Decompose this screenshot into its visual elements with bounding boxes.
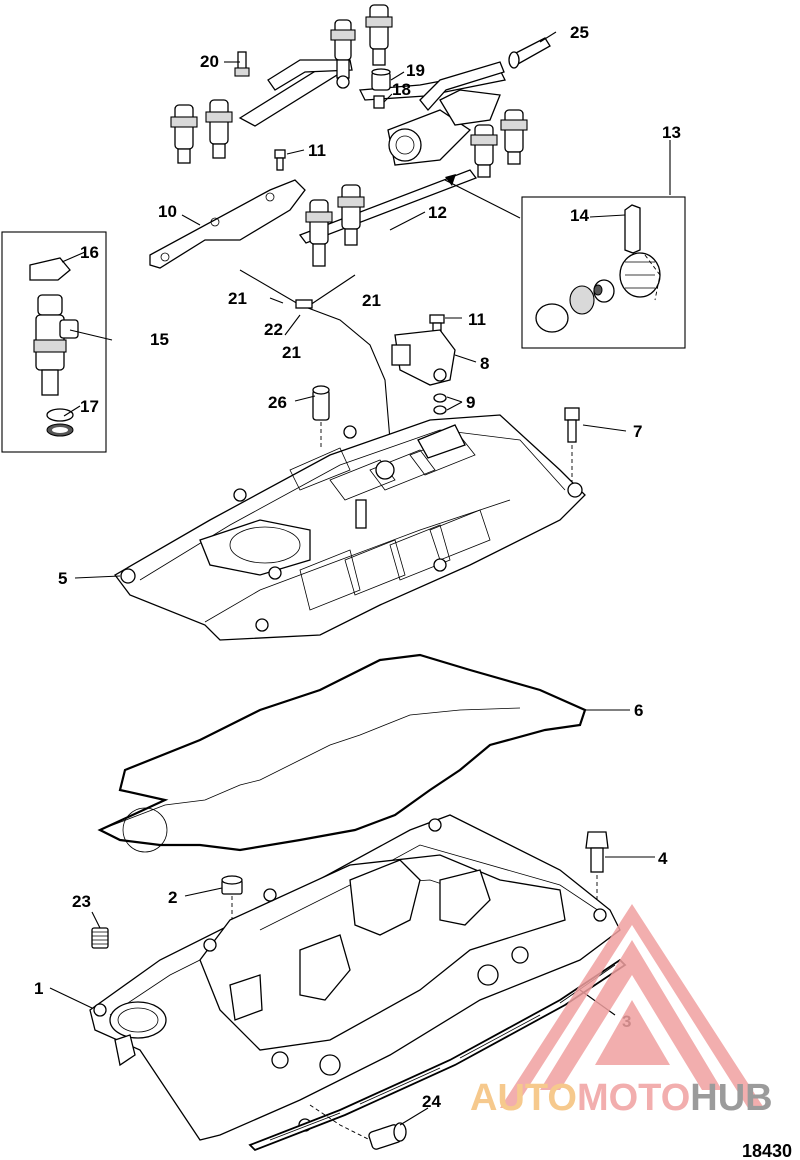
- callout-11-lower: 11: [468, 310, 486, 329]
- o-ring-9a: [433, 393, 447, 403]
- watermark-logo: AUTOMOTOHUB: [470, 904, 773, 1119]
- callout-labels: 1 2 3 4 5 6 7 8 9 10 11 11 12 13 14 15 1…: [34, 23, 792, 1160]
- callout-7: 7: [633, 422, 642, 441]
- callout-14: 14: [570, 206, 589, 225]
- fitting-23: [91, 927, 109, 949]
- callout-8: 8: [480, 354, 489, 373]
- gasket-6: [97, 653, 587, 853]
- callout-19: 19: [406, 61, 425, 80]
- callout-15: 15: [150, 330, 169, 349]
- callout-16: 16: [80, 243, 99, 262]
- callout-21-c: 21: [282, 343, 301, 362]
- callout-13: 13: [662, 123, 681, 142]
- sensor-8: [391, 329, 456, 386]
- wire-harness-21: [239, 269, 391, 441]
- callout-22: 22: [264, 320, 283, 339]
- inset-box-13: [521, 196, 686, 349]
- callout-9: 9: [466, 393, 475, 412]
- watermark-triangle-icon: [500, 904, 764, 1108]
- callout-23: 23: [72, 892, 91, 911]
- inset-box-15: [1, 231, 107, 453]
- watermark-text-hub: HUB: [690, 1077, 772, 1119]
- callout-20: 20: [200, 52, 219, 71]
- bolt-11-upper: [274, 149, 286, 171]
- callout-6: 6: [634, 701, 643, 720]
- callout-12: 12: [428, 203, 447, 222]
- watermark-text: AUTOMOTOHUB: [470, 1077, 773, 1119]
- fitting-26: [312, 385, 330, 450]
- bolt-4: [585, 831, 609, 915]
- callout-1: 1: [34, 979, 43, 998]
- callout-17: 17: [80, 397, 99, 416]
- callout-10: 10: [158, 202, 177, 221]
- lower-intake-manifold-1: [89, 814, 621, 1141]
- watermark-text-moto: MOTO: [577, 1077, 690, 1119]
- upper-intake-manifold-5: [114, 414, 586, 641]
- callout-4: 4: [658, 849, 668, 868]
- bracket-10: [149, 179, 306, 269]
- callout-5: 5: [58, 569, 67, 588]
- callout-2: 2: [168, 888, 177, 907]
- figure-number: 18430: [742, 1141, 792, 1160]
- callout-21-a: 21: [228, 289, 247, 308]
- o-ring-9b: [433, 405, 447, 415]
- callout-21-b: 21: [362, 291, 381, 310]
- leader-lines: [49, 31, 671, 1126]
- callout-25: 25: [570, 23, 589, 42]
- callout-18: 18: [392, 80, 411, 99]
- watermark-text-auto: AUTO: [470, 1077, 577, 1119]
- callout-26: 26: [268, 393, 287, 412]
- rail-injectors: [170, 4, 528, 267]
- callout-11-upper: 11: [308, 141, 326, 160]
- callout-24: 24: [422, 1092, 441, 1111]
- sensor-24: [309, 1104, 407, 1150]
